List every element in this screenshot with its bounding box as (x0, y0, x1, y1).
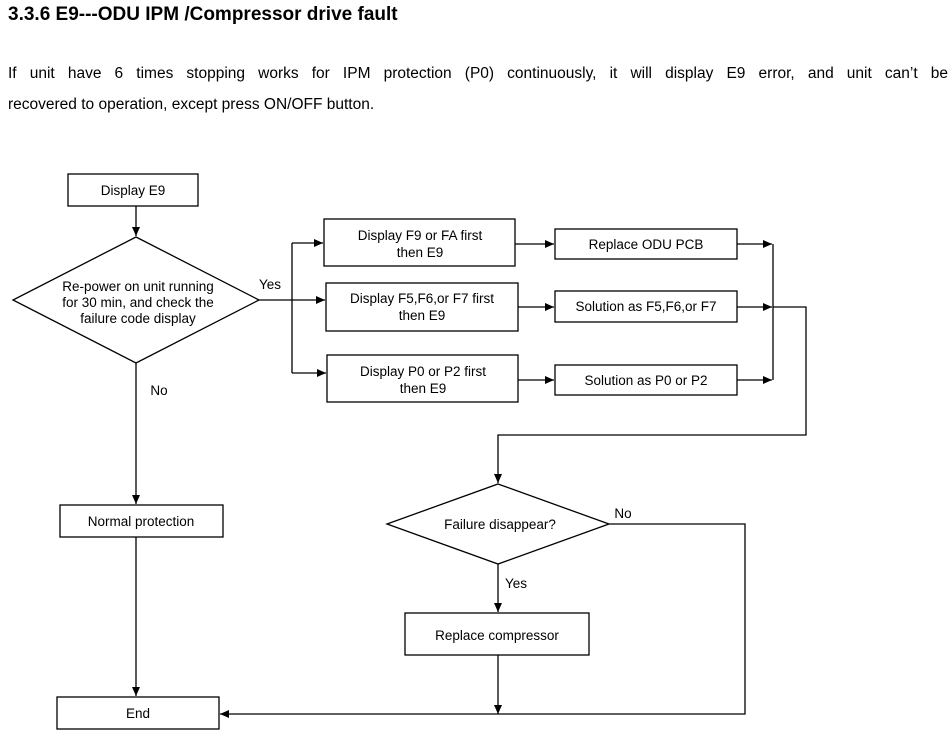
p0-p2-box (326, 354, 519, 403)
end-box (56, 696, 220, 730)
repower-line-1: Re-power on unit running (62, 279, 214, 294)
f5-f6-f7-line-2: then E9 (399, 308, 446, 323)
solution-p-label: Solution as P0 or P2 (584, 373, 707, 388)
repower-line-2: for 30 min, and check the (62, 295, 214, 310)
connector-failure-no (220, 523, 746, 718)
replace-compressor-label: Replace compressor (435, 628, 559, 643)
solution-f-label: Solution as F5,F6,or F7 (575, 299, 716, 314)
replace-pcb-label: Replace ODU PCB (589, 237, 704, 252)
description-paragraph: If unit have 6 times stopping works for … (8, 58, 948, 120)
failure-decision-label: Failure disappear? (444, 517, 556, 532)
f9-fa-line-1: Display F9 or FA first (358, 228, 483, 243)
normal-protection-box (59, 504, 224, 538)
display-e9-label: Display E9 (101, 183, 166, 198)
solution-f-box (554, 290, 738, 323)
f9-fa-line-2: then E9 (397, 245, 444, 260)
display-e9-box (67, 173, 199, 207)
end-label: End (126, 706, 150, 721)
f5-f6-f7-box (325, 282, 519, 332)
failure-no-label: No (614, 506, 631, 521)
failure-yes-label: Yes (505, 576, 527, 591)
solution-p-box (554, 364, 738, 396)
connector-to-failure-decision (494, 306, 807, 483)
f5-f6-f7-line-1: Display F5,F6,or F7 first (350, 291, 494, 306)
repower-line-3: failure code display (80, 311, 196, 326)
p0-p2-line-2: then E9 (400, 381, 447, 396)
yes-label: Yes (259, 277, 281, 292)
section-heading: 3.3.6 E9---ODU IPM /Compressor drive fau… (8, 4, 398, 25)
p0-p2-line-1: Display P0 or P2 first (360, 364, 486, 379)
no-label: No (150, 383, 167, 398)
replace-pcb-box (554, 228, 738, 260)
description-line-1: If unit have 6 times stopping works for … (8, 65, 948, 82)
f9-fa-box (323, 218, 516, 267)
description-line-2: recovered to operation, except press ON/… (8, 96, 375, 113)
normal-protection-label: Normal protection (88, 514, 195, 529)
replace-compressor-box (404, 612, 590, 656)
